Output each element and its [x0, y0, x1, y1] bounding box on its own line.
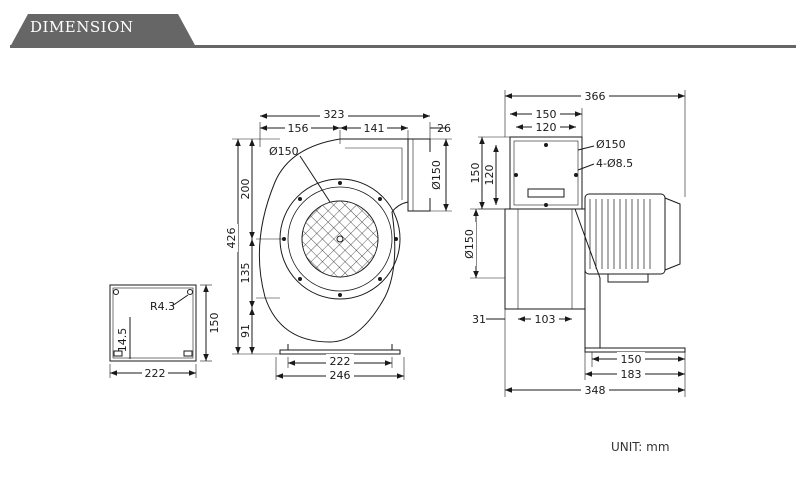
dim-flange-dia: Ø150	[596, 138, 626, 151]
dim-outlet-dia: Ø150	[430, 160, 443, 190]
dim-right-width: 141	[364, 122, 385, 135]
mount-slot	[183, 350, 193, 357]
dim-outlet-offset: 26	[437, 122, 451, 135]
inlet-hub	[336, 235, 344, 243]
dim-left-width: 156	[288, 122, 309, 135]
dim-flange-height: 150	[469, 163, 482, 184]
base-plate	[279, 349, 401, 355]
outlet-flange	[407, 138, 431, 212]
dim-hole-spacing-h: 120	[483, 165, 496, 186]
dim-base-overall: 183	[621, 368, 642, 381]
base-plate-outline	[109, 284, 197, 362]
base-plate	[584, 347, 686, 353]
motor-fins	[589, 199, 651, 269]
dim-overall-width: 323	[324, 108, 345, 121]
dim-middle-height: 135	[239, 263, 252, 284]
front-view: Ø150 4-Ø8.5 366 150 120	[462, 89, 686, 397]
dim-body-dia: Ø150	[463, 229, 476, 259]
dim-base-inner: 222	[330, 355, 351, 368]
dim-r-label: R4.3	[150, 300, 175, 313]
dim-base-width: 150	[621, 353, 642, 366]
hole-leader	[577, 163, 595, 171]
inlet-bolts	[282, 181, 398, 297]
motor-foot	[607, 273, 649, 283]
dimension-drawing: R4.3 14.5 150 222 Ø15	[109, 89, 686, 397]
flange-holes	[514, 143, 578, 207]
inlet-ring-inner	[287, 186, 393, 292]
footprint-view: R4.3 14.5 150 222	[109, 284, 221, 380]
dim-hole-spacing-w: 120	[536, 121, 557, 134]
motor-body	[584, 193, 666, 275]
dim-upper-height: 200	[239, 179, 252, 200]
section-header-shape	[10, 14, 796, 48]
dim-width: 222	[145, 367, 166, 380]
mount-slot	[113, 350, 123, 357]
dia-leader	[299, 155, 331, 203]
inlet-grille	[301, 200, 379, 278]
dim-total-height: 426	[225, 228, 238, 249]
motor-fan-cover	[664, 197, 681, 271]
dim-left-offset: 31	[472, 313, 486, 326]
dim-base-outer: 246	[330, 369, 351, 382]
unit-label: UNIT: mm	[611, 440, 670, 454]
dim-inner-width: 103	[535, 313, 556, 326]
outlet-slot	[527, 188, 565, 198]
dim-lower-height: 91	[239, 324, 252, 338]
housing-body	[504, 208, 586, 310]
volute-housing	[258, 138, 409, 343]
section-header: DIMENSION	[0, 0, 806, 52]
r-leader	[171, 294, 189, 307]
dim-total-base: 348	[585, 384, 606, 397]
dia-leader	[577, 145, 595, 151]
section-title: DIMENSION	[30, 18, 134, 36]
dim-holes: 4-Ø8.5	[596, 157, 633, 170]
dim-slot: 14.5	[116, 328, 129, 353]
stand	[287, 344, 393, 351]
side-view: Ø150 323 156 141 26 Ø150 426	[224, 107, 452, 382]
mount-hole	[113, 289, 119, 295]
outlet-flange	[509, 136, 583, 210]
dim-inlet-dia: Ø150	[269, 145, 299, 158]
dim-flange-width: 150	[536, 108, 557, 121]
dim-height: 150	[208, 313, 221, 334]
mount-hole	[187, 289, 193, 295]
dim-total-width: 366	[585, 90, 606, 103]
base-plate-inner	[112, 287, 194, 359]
